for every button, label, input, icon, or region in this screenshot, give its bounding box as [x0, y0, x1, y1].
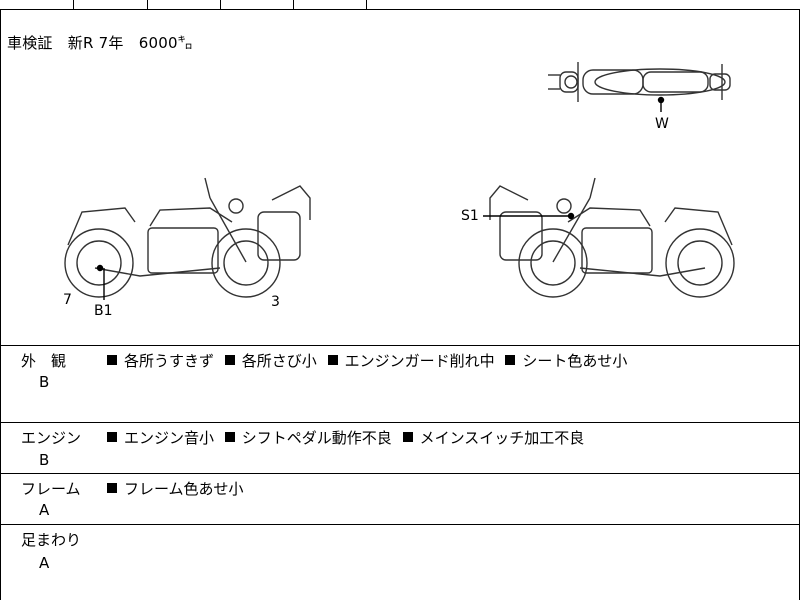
section-items: エンジン音小 シフトペダル動作不良 メインスイッチ加工不良	[107, 427, 590, 448]
section-suspension: 足まわり A	[0, 525, 800, 600]
section-label: エンジン	[21, 429, 82, 447]
row-divider	[0, 473, 800, 474]
section-grade: A	[39, 501, 50, 519]
bullet-square-icon	[224, 432, 235, 442]
bullet-square-icon	[327, 355, 338, 365]
list-item: フレーム色あせ小	[107, 478, 244, 499]
section-items: 各所うすきず 各所さび小 エンジンガード削れ中 シート色あせ小	[107, 350, 633, 371]
bullet-square-icon	[107, 432, 117, 442]
callout-3: 3	[271, 294, 280, 310]
list-item: エンジン音小	[107, 427, 214, 448]
motorcycle-diagram	[64, 62, 735, 300]
section-items: フレーム色あせ小	[107, 478, 250, 499]
top-strip	[0, 0, 800, 9]
section-label: フレーム	[21, 480, 81, 498]
list-item: シート色あせ小	[505, 350, 627, 371]
callout-b1: B1	[94, 303, 113, 319]
bullet-square-icon	[402, 432, 413, 442]
bullet-square-icon	[107, 483, 117, 493]
section-grade: A	[39, 554, 50, 572]
bullet-square-icon	[107, 355, 117, 365]
bullet-square-icon	[505, 355, 516, 365]
left-border	[0, 9, 1, 600]
section-frame: フレーム A フレーム色あせ小	[0, 474, 800, 524]
section-engine: エンジン B エンジン音小 シフトペダル動作不良 メインスイッチ加工不良	[0, 423, 800, 473]
section-grade: B	[39, 373, 50, 391]
section-label: 外 観	[21, 352, 67, 370]
top-view-icon	[548, 62, 731, 112]
list-item: シフトペダル動作不良	[224, 427, 392, 448]
right-side-view-icon	[483, 177, 735, 298]
callout-7: 7	[63, 292, 72, 308]
list-item: 各所うすきず	[107, 350, 214, 371]
registration-info: 車検証 新R 7年 6000㌔	[7, 34, 193, 52]
left-side-view-icon	[64, 177, 311, 300]
callout-s1: S1	[461, 208, 479, 224]
section-appearance: 外 観 B 各所うすきず 各所さび小 エンジンガード削れ中 シート色あせ小	[0, 346, 800, 422]
bullet-square-icon	[224, 355, 235, 365]
row-divider	[0, 524, 800, 525]
list-item: 各所さび小	[224, 350, 317, 371]
section-label: 足まわり	[21, 531, 82, 549]
top-border	[0, 9, 800, 10]
callout-w: W	[655, 116, 669, 132]
list-item: エンジンガード削れ中	[327, 350, 495, 371]
row-divider	[0, 422, 800, 423]
diagram-bottom-border	[0, 345, 800, 346]
list-item: メインスイッチ加工不良	[402, 427, 584, 448]
section-grade: B	[39, 451, 50, 469]
